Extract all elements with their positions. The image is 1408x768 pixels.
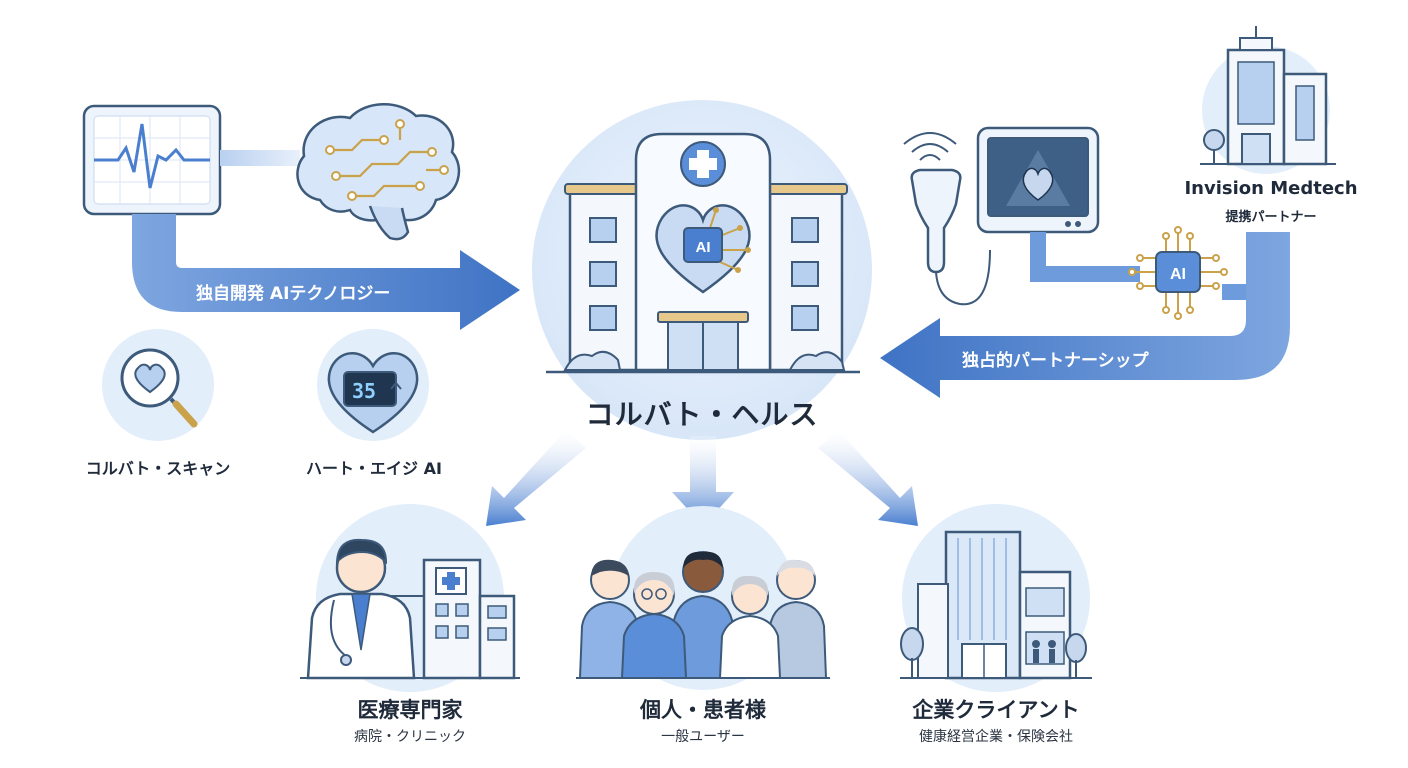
ai-chip-icon: AI (1128, 226, 1228, 320)
proprietary-ai-arrow-label: 独自開発 AIテクノロジー (196, 284, 391, 304)
ecg-monitor-icon (82, 104, 222, 216)
medical-professional-icon (300, 504, 520, 692)
ai-brain-icon (296, 103, 461, 241)
corporate-client-icon (900, 504, 1092, 692)
down-arrow-left (486, 430, 586, 526)
corvato-scan-icon (102, 329, 214, 441)
center-company-name: コルバト・ヘルス (585, 398, 819, 431)
customer-medical-title: 医療専門家 (357, 698, 463, 722)
customer-medical-subtitle: 病院・クリニック (354, 729, 466, 745)
corvato-scan-label: コルバト・スキャン (85, 459, 231, 478)
customer-corporate-title: 企業クライアント (912, 698, 1080, 722)
heart-age-display-value: 35 (352, 379, 376, 403)
partner-ai-chip-label: AI (1170, 266, 1186, 283)
customer-individual-subtitle: 一般ユーザー (661, 729, 745, 745)
individual-patients-icon (576, 506, 830, 690)
ultrasound-device-icon (903, 126, 1100, 306)
exclusive-partnership-arrow (880, 232, 1290, 398)
exclusive-partnership-arrow-label: 独占的パートナーシップ (962, 351, 1149, 371)
center-hub: AI (532, 100, 872, 440)
down-arrow-center (672, 436, 734, 526)
partner-name: Invision Medtech (1184, 178, 1358, 199)
down-arrow-right (818, 430, 918, 526)
customer-individual-title: 個人・患者様 (640, 698, 766, 722)
center-ai-badge: AI (696, 239, 711, 256)
heart-age-ai-label: ハート・エイジ AI (306, 459, 442, 478)
proprietary-ai-arrow (132, 214, 520, 330)
customer-corporate-subtitle: 健康経営企業・保険会社 (919, 729, 1073, 745)
heart-age-ai-icon: 35 (317, 329, 429, 441)
partner-building-icon (1200, 26, 1336, 174)
partner-role: 提携パートナー (1225, 210, 1317, 225)
